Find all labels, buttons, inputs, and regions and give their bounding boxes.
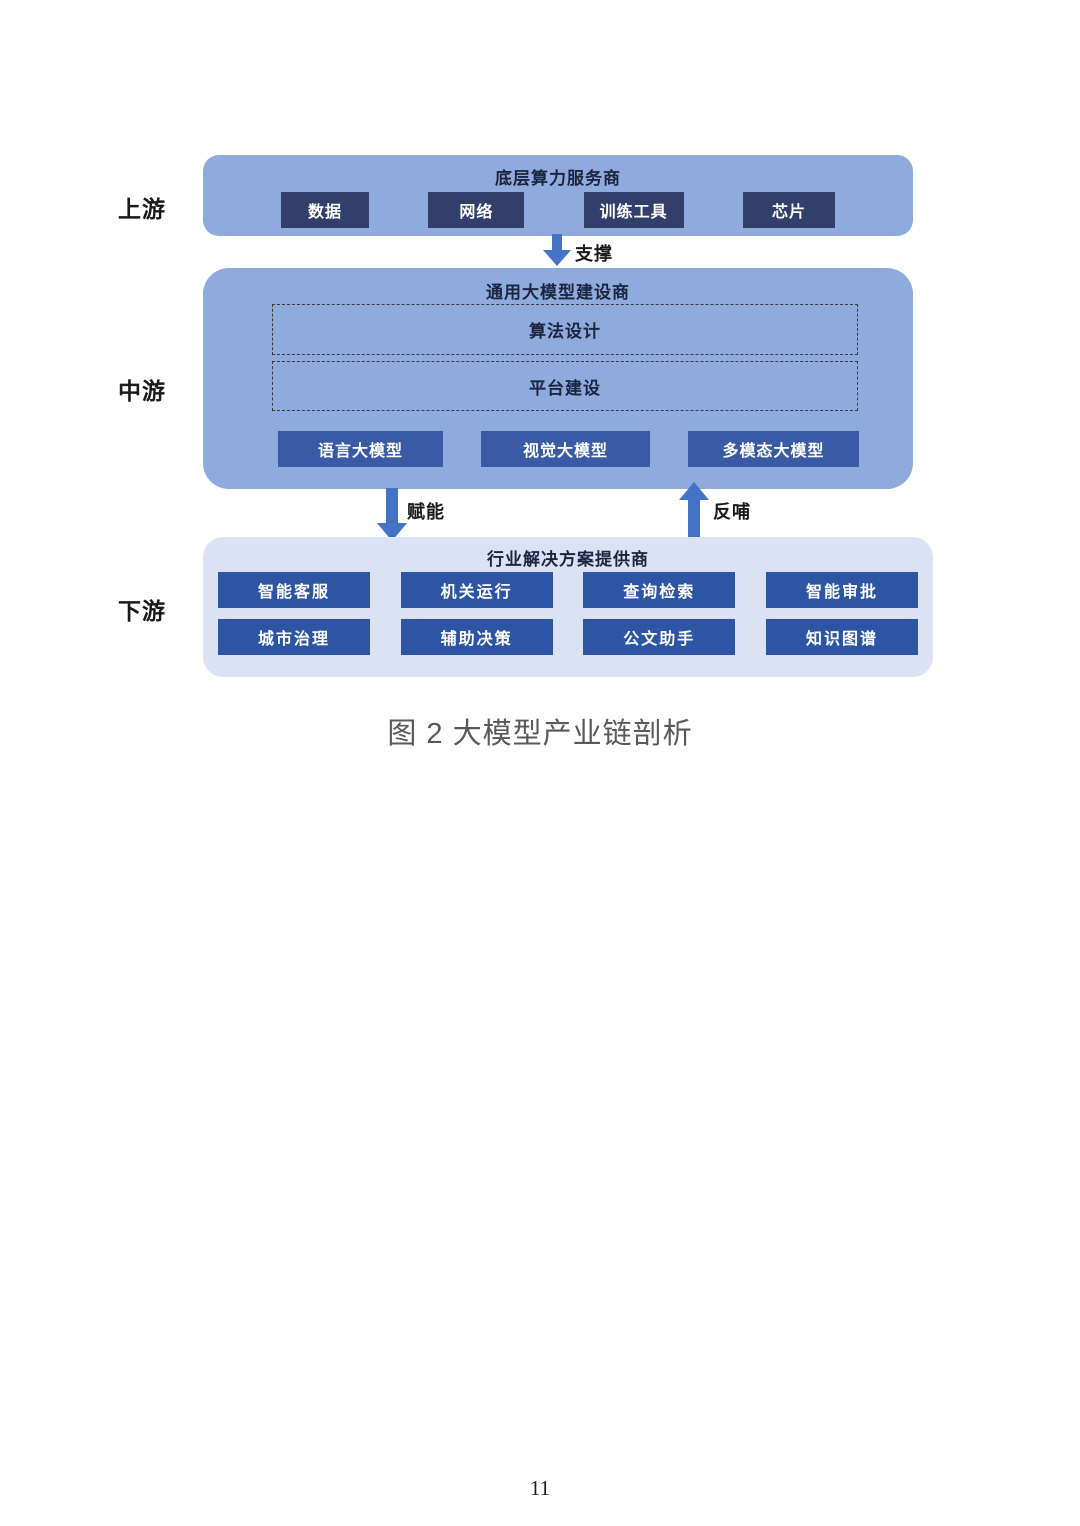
arrow-up-feedback-icon [679, 482, 709, 541]
arrow-down-support-icon [543, 234, 571, 266]
arrow-label-support: 支撑 [575, 244, 613, 264]
page-number: 11 [529, 1476, 551, 1500]
stage-label-midstream: 中游 [118, 378, 166, 404]
arrow-label-empower: 赋能 [407, 502, 445, 522]
app-knowledge-graph: 知识图谱 [765, 619, 918, 655]
upstream-item-training-tools: 训练工具 [583, 192, 684, 228]
downstream-container: 行业解决方案提供商 智能客服 机关运行 查询检索 智能审批 城市治理 辅助决策 … [203, 537, 933, 677]
upstream-items-row: 数据 网络 训练工具 芯片 [203, 192, 913, 228]
app-query-retrieval: 查询检索 [583, 572, 736, 608]
model-vision: 视觉大模型 [481, 431, 650, 467]
upstream-item-network: 网络 [428, 192, 525, 228]
app-document-assistant: 公文助手 [583, 619, 736, 655]
midstream-models-row: 语言大模型 视觉大模型 多模态大模型 [203, 431, 913, 467]
midstream-dashed-algorithm-design: 算法设计 [272, 304, 858, 355]
upstream-item-data: 数据 [281, 192, 369, 228]
app-intelligent-approval: 智能审批 [765, 572, 918, 608]
upstream-container: 底层算力服务商 数据 网络 训练工具 芯片 [203, 155, 913, 236]
upstream-title: 底层算力服务商 [495, 169, 621, 188]
stage-label-upstream: 上游 [118, 196, 166, 222]
midstream-dashed-platform-construction: 平台建设 [272, 361, 858, 411]
midstream-title: 通用大模型建设商 [486, 283, 630, 302]
model-multimodal: 多模态大模型 [688, 431, 859, 467]
midstream-container: 通用大模型建设商 算法设计 平台建设 语言大模型 视觉大模型 多模态大模型 [203, 268, 913, 489]
figure-caption: 图 2 大模型产业链剖析 [387, 718, 693, 750]
app-decision-support: 辅助决策 [400, 619, 553, 655]
model-language: 语言大模型 [278, 431, 443, 467]
upstream-item-chips: 芯片 [742, 192, 835, 228]
app-city-governance: 城市治理 [218, 619, 370, 655]
downstream-title: 行业解决方案提供商 [487, 550, 649, 569]
downstream-items-grid: 智能客服 机关运行 查询检索 智能审批 城市治理 辅助决策 公文助手 知识图谱 [218, 572, 918, 655]
arrow-label-feedback: 反哺 [713, 502, 751, 522]
app-intelligent-customer-service: 智能客服 [218, 572, 370, 608]
arrow-down-empower-icon [377, 488, 407, 541]
app-agency-operation: 机关运行 [400, 572, 553, 608]
stage-label-downstream: 下游 [118, 598, 166, 624]
